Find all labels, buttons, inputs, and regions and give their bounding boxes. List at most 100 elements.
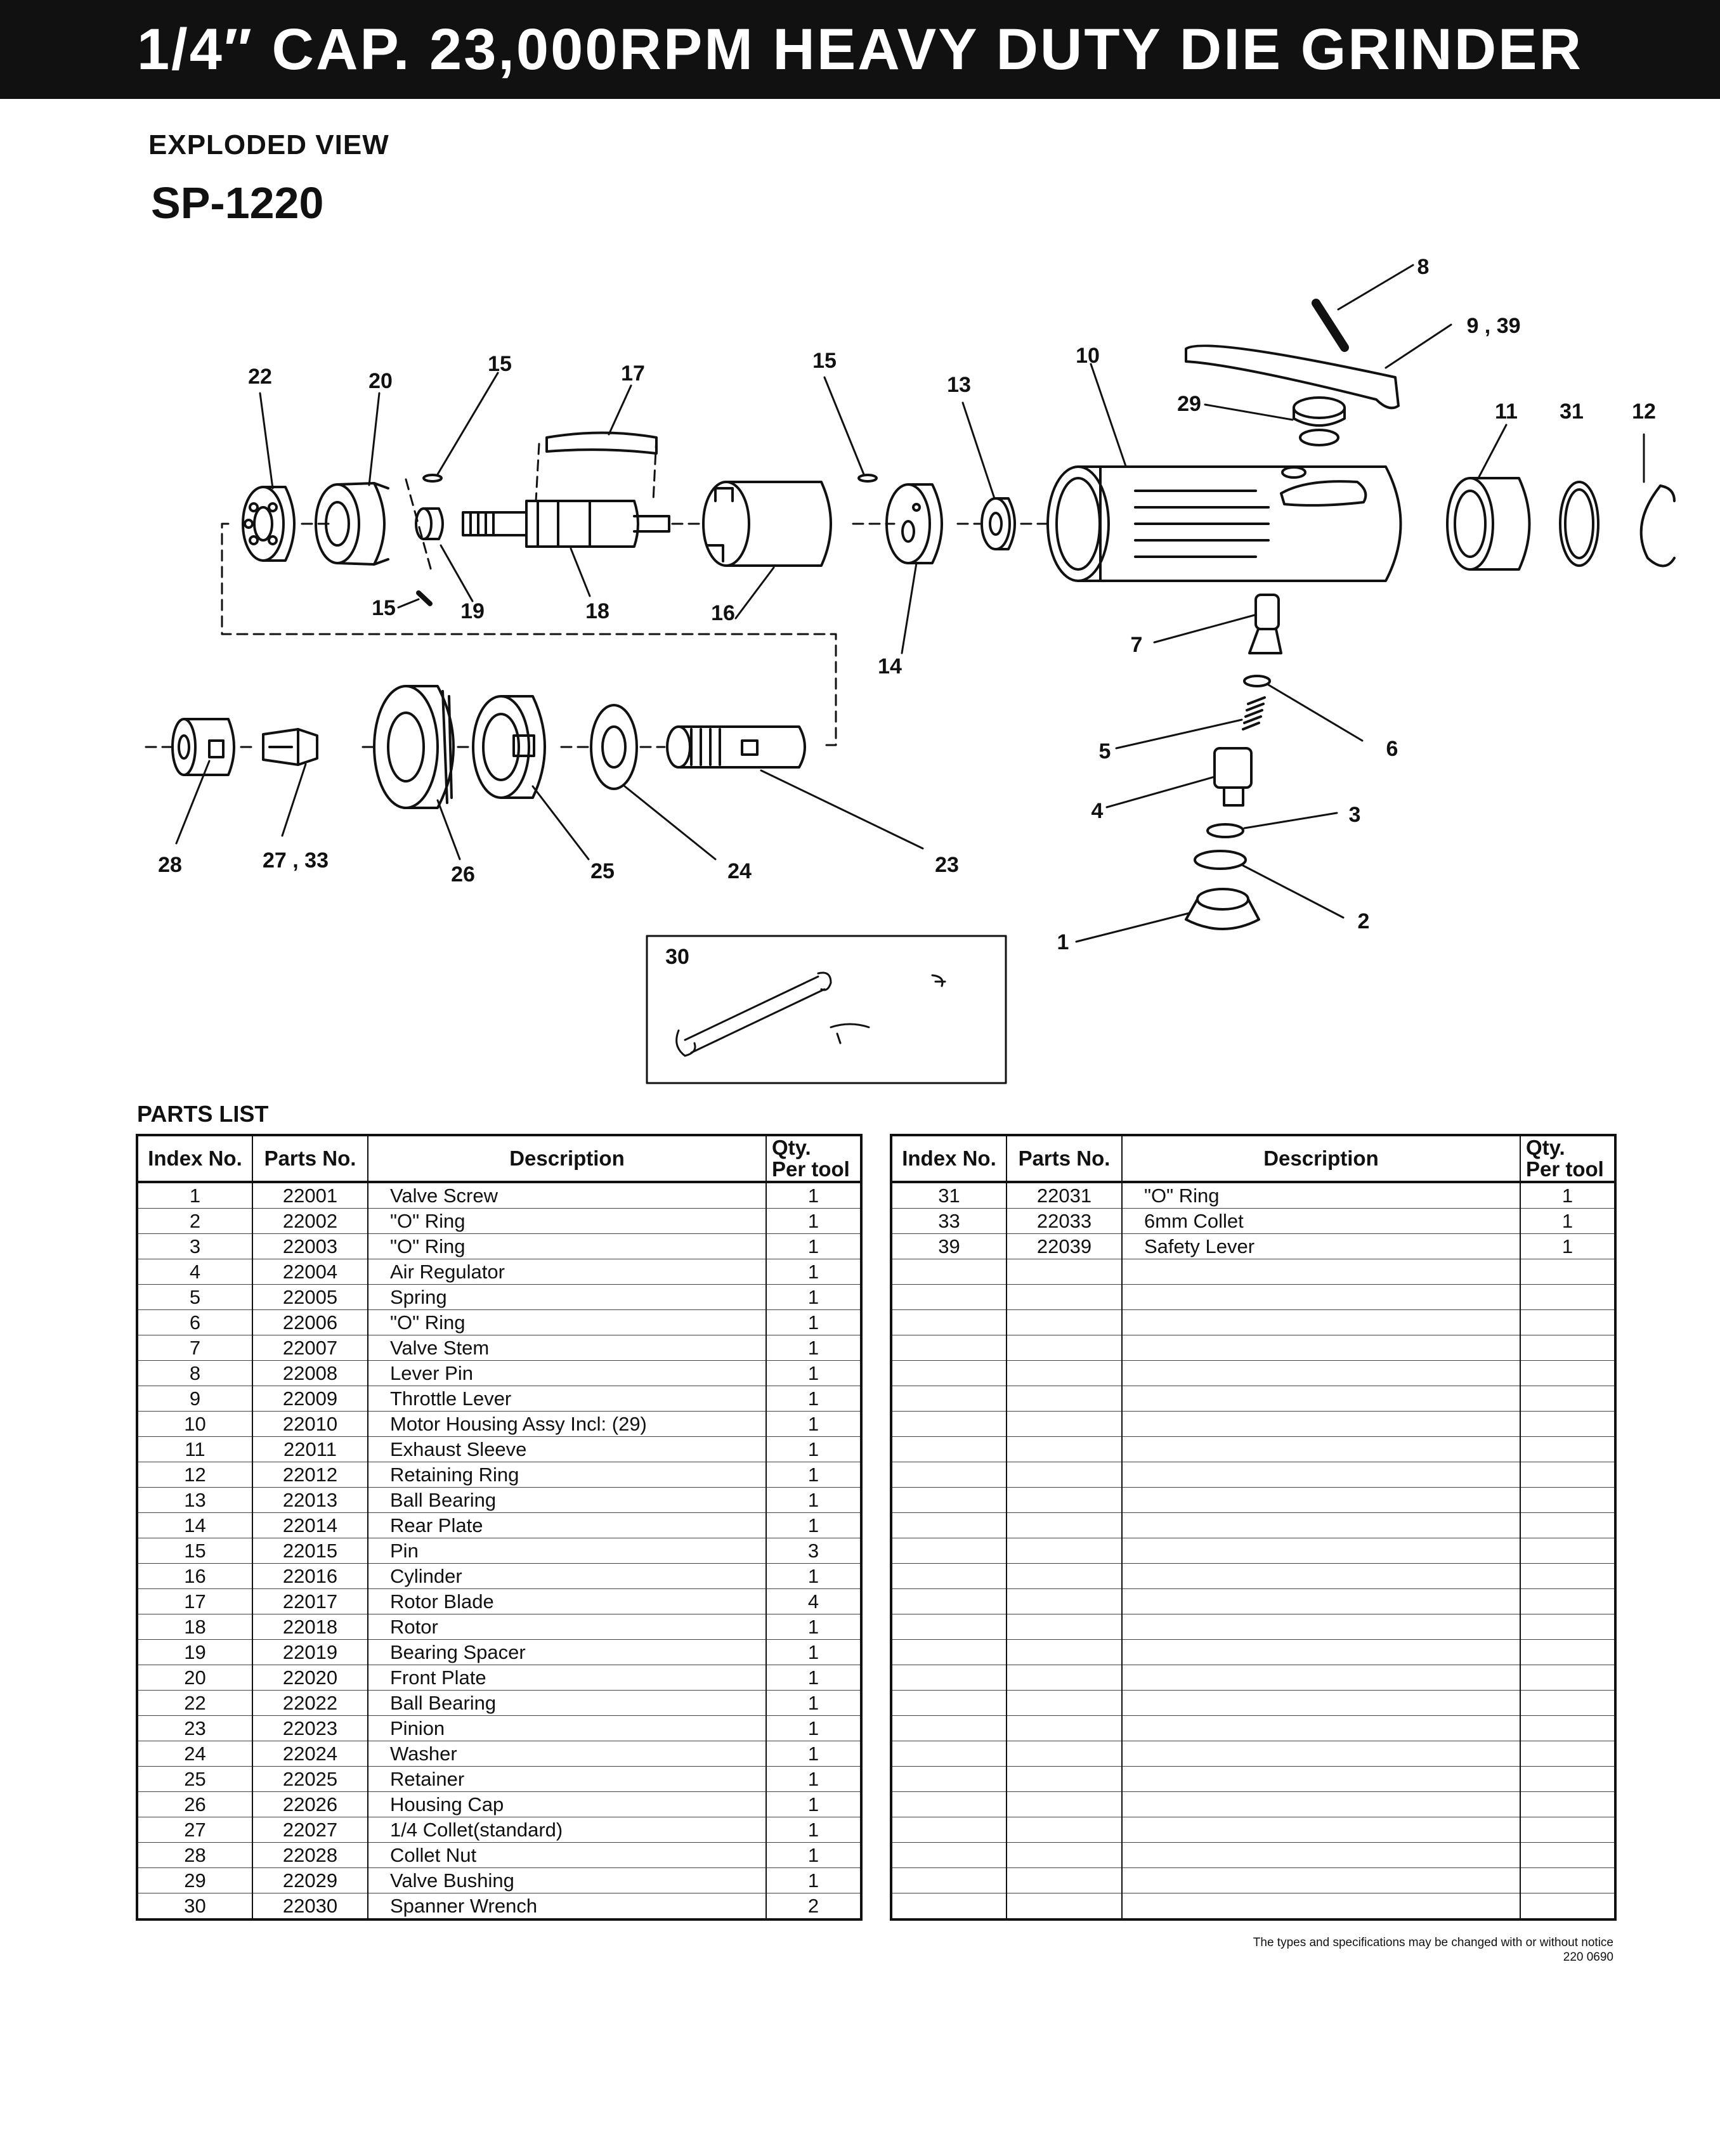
empty-cell — [1121, 1563, 1521, 1589]
index-cell: 13 — [136, 1487, 253, 1513]
qty-cell: 1 — [766, 1817, 862, 1843]
empty-cell — [1006, 1588, 1123, 1614]
index-cell: 9 — [136, 1386, 253, 1412]
qty-cell: 1 — [766, 1487, 862, 1513]
part-30-spanner-wrench-box — [646, 935, 1007, 1084]
empty-cell — [1006, 1867, 1123, 1893]
part-number-cell: 22024 — [252, 1741, 368, 1767]
callout-15-c: 15 — [372, 596, 396, 620]
empty-cell — [1520, 1360, 1616, 1386]
qty-cell: 1 — [766, 1867, 862, 1893]
part-number-cell: 22001 — [252, 1182, 368, 1209]
empty-cell — [890, 1639, 1007, 1665]
index-cell: 8 — [136, 1360, 253, 1386]
part-number-cell: 22005 — [252, 1284, 368, 1310]
empty-cell — [890, 1538, 1007, 1564]
description-cell: 6mm Collet — [1121, 1208, 1521, 1234]
description-cell: Exhaust Sleeve — [367, 1436, 767, 1462]
footer-notice: The types and specifications may be chan… — [1253, 1935, 1613, 1964]
empty-cell — [1520, 1715, 1616, 1741]
empty-cell — [890, 1411, 1007, 1437]
title-bar: 1/4″ CAP. 23,000RPM HEAVY DUTY DIE GRIND… — [0, 0, 1720, 99]
column-header-index: Index No. — [890, 1134, 1007, 1183]
qty-cell: 1 — [766, 1791, 862, 1817]
specifications-notice: The types and specifications may be chan… — [1253, 1936, 1613, 1949]
empty-table-row — [890, 1335, 1616, 1361]
empty-cell — [1006, 1487, 1123, 1513]
empty-cell — [1520, 1436, 1616, 1462]
empty-cell — [890, 1309, 1007, 1335]
qty-cell: 1 — [766, 1284, 862, 1310]
empty-cell — [1121, 1309, 1521, 1335]
part-8-lever-pin — [1312, 299, 1349, 352]
callout-9-39: 9 , 39 — [1466, 314, 1520, 338]
empty-cell — [1006, 1411, 1123, 1437]
empty-cell — [1520, 1309, 1616, 1335]
description-cell: Ball Bearing — [367, 1690, 767, 1716]
part-15-pins — [416, 474, 878, 606]
index-cell: 11 — [136, 1436, 253, 1462]
empty-cell — [1520, 1487, 1616, 1513]
part-number-cell: 22028 — [252, 1842, 368, 1868]
empty-cell — [1121, 1538, 1521, 1564]
part-number-cell: 22031 — [1006, 1182, 1123, 1209]
assembly-guide-lines — [145, 436, 1048, 748]
empty-cell — [890, 1817, 1007, 1843]
empty-cell — [890, 1791, 1007, 1817]
empty-cell — [1006, 1766, 1123, 1792]
description-cell: Ball Bearing — [367, 1487, 767, 1513]
part-7-valve-stem — [1248, 594, 1282, 654]
empty-cell — [1006, 1665, 1123, 1691]
index-cell: 33 — [890, 1208, 1007, 1234]
part-number-cell: 22020 — [252, 1665, 368, 1691]
description-cell: Valve Bushing — [367, 1867, 767, 1893]
empty-table-row — [890, 1741, 1616, 1767]
part-28-collet-nut — [171, 718, 235, 776]
empty-table-row — [890, 1588, 1616, 1614]
part-number-cell: 22023 — [252, 1715, 368, 1741]
empty-cell — [1520, 1512, 1616, 1538]
part-number-cell: 22030 — [252, 1893, 368, 1920]
description-cell: Pin — [367, 1538, 767, 1564]
index-cell: 24 — [136, 1741, 253, 1767]
qty-cell: 1 — [1520, 1182, 1616, 1209]
index-cell: 30 — [136, 1893, 253, 1920]
part-number-cell: 22009 — [252, 1386, 368, 1412]
part-number-cell: 22016 — [252, 1563, 368, 1589]
empty-cell — [1520, 1386, 1616, 1412]
index-cell: 4 — [136, 1259, 253, 1285]
column-header-description: Description — [367, 1134, 767, 1183]
empty-cell — [1121, 1665, 1521, 1691]
index-cell: 18 — [136, 1614, 253, 1640]
empty-cell — [1006, 1335, 1123, 1361]
description-cell: Housing Cap — [367, 1791, 767, 1817]
qty-cell: 1 — [766, 1436, 862, 1462]
callout-4: 4 — [1091, 799, 1104, 823]
index-cell: 2 — [136, 1208, 253, 1234]
callout-3: 3 — [1349, 803, 1361, 827]
empty-cell — [1121, 1588, 1521, 1614]
empty-cell — [1006, 1817, 1123, 1843]
part-number-cell: 22018 — [252, 1614, 368, 1640]
empty-cell — [1006, 1614, 1123, 1640]
empty-cell — [890, 1462, 1007, 1488]
description-cell: "O" Ring — [1121, 1182, 1521, 1209]
callout-25: 25 — [590, 859, 615, 883]
empty-cell — [1121, 1690, 1521, 1716]
empty-table-row — [890, 1360, 1616, 1386]
empty-cell — [1006, 1538, 1123, 1564]
empty-cell — [1121, 1462, 1521, 1488]
empty-cell — [1520, 1893, 1616, 1920]
empty-cell — [1121, 1893, 1521, 1920]
empty-table-row — [890, 1436, 1616, 1462]
empty-cell — [1006, 1462, 1123, 1488]
description-cell: Retaining Ring — [367, 1462, 767, 1488]
